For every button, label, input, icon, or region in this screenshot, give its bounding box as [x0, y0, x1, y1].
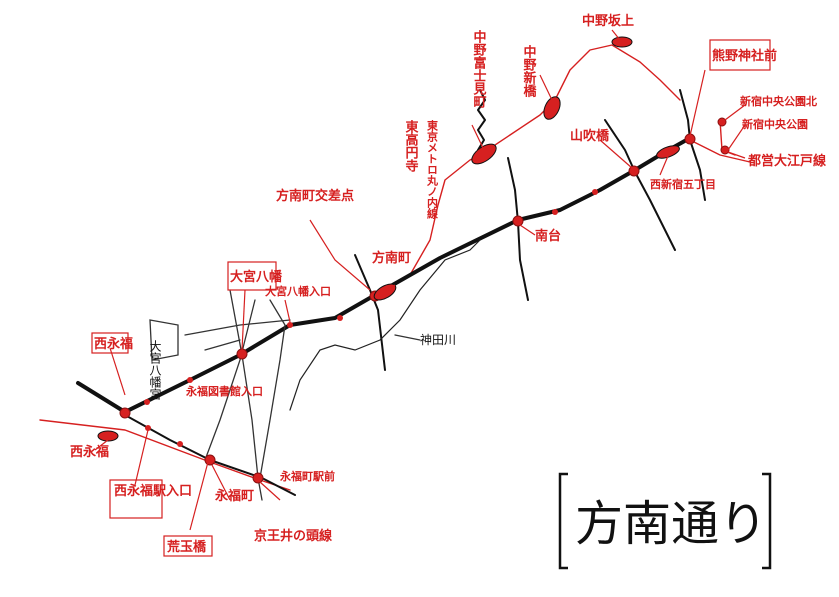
leader	[727, 124, 746, 151]
intersection-nishishinjuku	[628, 165, 640, 177]
omiya-approach-road-2	[204, 339, 241, 351]
leader	[727, 151, 746, 159]
svg-text:西永福: 西永福	[94, 336, 133, 352]
label-higashi-koenji: 東高円寺	[403, 119, 419, 173]
stop-dot	[552, 209, 558, 215]
label-omiya-hachiman-bashi: 大宮八幡入口	[265, 284, 331, 298]
intersection-eifukucho	[204, 454, 216, 466]
omiya-hachimangu-label: 大宮八幡宮	[148, 340, 162, 400]
intersection-eifuku-kitaguchi	[252, 472, 264, 484]
station-higashi-koenji	[471, 143, 497, 165]
label-eifuku-library: 永福図書館入口	[185, 384, 263, 398]
label-honancho: 方南町	[372, 250, 411, 266]
leader	[309, 219, 371, 291]
leader	[724, 104, 746, 121]
label-eifukucho: 永福町	[214, 488, 254, 504]
leader	[471, 124, 485, 151]
label-nakano-fujimicho: 中野富士見町	[471, 29, 488, 109]
label-shinjuku-chuo-park-north: 新宿中央公園北	[740, 94, 817, 108]
label-shinjuku-chuo-park: 新宿中央公園	[742, 117, 808, 131]
kanda-river-label-leader	[394, 334, 421, 341]
honan-dori-road	[76, 136, 692, 414]
leader	[611, 29, 621, 41]
leader	[599, 139, 633, 169]
label-minamidai: 南台	[535, 228, 561, 244]
omiya-cross-road-2	[259, 299, 286, 479]
stop-dot	[144, 399, 150, 405]
leader	[94, 439, 109, 451]
diagonal-road	[204, 299, 256, 461]
stop-dot	[337, 315, 343, 321]
omiya-hachimangu-mark: 大宮八幡宮	[148, 319, 179, 400]
leader	[259, 481, 281, 501]
leader	[284, 299, 291, 323]
title-bracket-left	[558, 472, 568, 570]
honancho-cross-road	[354, 254, 386, 371]
label-nishieihashi: 西永福	[91, 332, 133, 354]
label-oedo-line: 都営大江戸線	[747, 153, 827, 169]
label-honancho-crossing: 方南町交差点	[276, 188, 354, 204]
station-nishishinjuku-5	[656, 145, 680, 159]
station-nishieifuku	[97, 430, 119, 442]
station-nakano-sakaue	[611, 36, 633, 48]
label-nakano-shintomi: 中野新橋	[521, 44, 537, 98]
stop-dot	[187, 377, 193, 383]
leader	[189, 461, 209, 531]
svg-text:荒玉橋: 荒玉橋	[166, 539, 207, 555]
label-yamabushi: 山吹橋	[570, 128, 610, 144]
marunouchi-main-line	[479, 44, 681, 156]
intersection-omiya	[236, 348, 248, 360]
higashi-koenji-marker	[477, 89, 486, 151]
leader	[134, 429, 149, 486]
label-nishieifuku-station: 西永福駅入口	[109, 479, 192, 519]
leader	[539, 74, 553, 101]
stop-dot	[145, 425, 151, 431]
label-nakano-sakaue: 中野坂上	[582, 13, 634, 29]
map-title: 方南通り	[558, 472, 772, 570]
omiya-approach-road	[184, 319, 291, 336]
svg-text:大宮八幡: 大宮八幡	[230, 269, 282, 285]
label-kumano-jinja: 熊野神社前	[709, 39, 777, 71]
svg-text:西永福駅入口: 西永福駅入口	[114, 483, 192, 499]
kanda-river	[289, 239, 481, 411]
leader	[659, 155, 669, 176]
label-marunouchi-line: 東京メトロ丸ノ内線	[426, 119, 440, 220]
stop-dot	[177, 441, 183, 447]
label-nishishinjuku-5: 西新宿五丁目	[650, 177, 716, 191]
leader	[689, 69, 706, 137]
oedo-stop-1	[717, 117, 727, 127]
leader	[211, 464, 231, 501]
leader	[109, 347, 126, 396]
label-kono-bashi: 荒玉橋	[163, 535, 213, 557]
stop-dot	[592, 189, 598, 195]
oedo-line	[689, 139, 751, 163]
omiya-cross-road	[229, 289, 263, 501]
label-kanda-river: 神田川	[420, 333, 456, 347]
station-nakano-shintomi	[543, 96, 561, 120]
oedo-stop-2	[720, 145, 730, 155]
leader	[384, 284, 396, 293]
leader	[519, 224, 536, 236]
leader	[241, 289, 246, 351]
intersection-nishieihashi	[119, 407, 131, 419]
svg-text:熊野神社前: 熊野神社前	[712, 48, 777, 64]
stop-dot	[287, 322, 293, 328]
label-omiya-hachiman: 大宮八幡	[227, 261, 282, 291]
title-text: 方南通り	[575, 496, 767, 552]
intersection-minamidai	[512, 215, 524, 227]
label-eifukucho-kitaguchi: 永福町駅前	[279, 469, 335, 483]
label-keio-inokashira: 京王井の頭線	[254, 528, 333, 544]
title-bracket-right	[762, 472, 772, 570]
label-nishieifuku: 西永福	[70, 444, 109, 460]
